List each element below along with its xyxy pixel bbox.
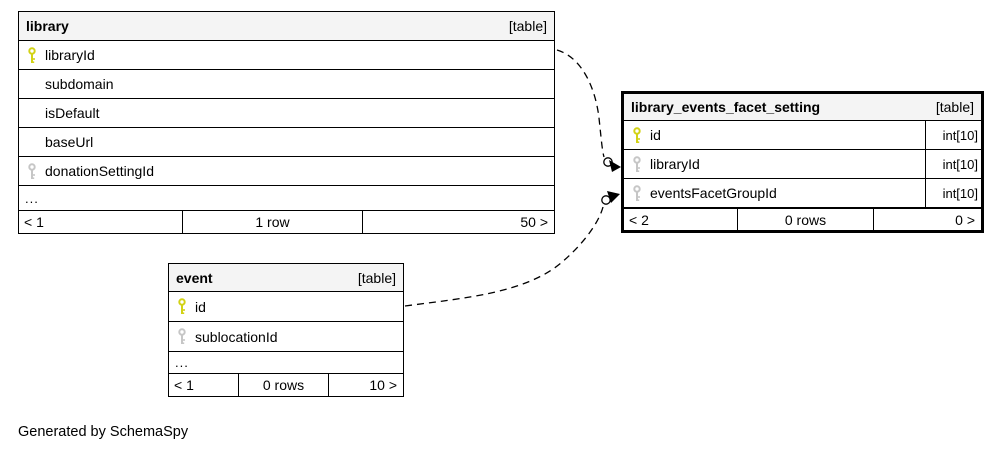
primary-key-icon — [177, 298, 187, 315]
table-footer: < 1 0 rows 10 > — [169, 374, 403, 396]
table-library-events-facet-setting: library_events_facet_setting [table] id … — [621, 91, 984, 233]
table-footer: < 1 1 row 50 > — [19, 211, 554, 233]
column-type: int[10] — [925, 150, 981, 178]
column-name: id — [650, 127, 661, 143]
column-type: int[10] — [925, 179, 981, 207]
child-count: 0 > — [873, 209, 981, 230]
table-event-header[interactable]: event [table] — [169, 264, 403, 292]
generator-caption: Generated by SchemaSpy — [18, 424, 189, 440]
column-row-libraryId[interactable]: libraryId int[10] — [624, 150, 981, 179]
column-row-donationSettingId[interactable]: donationSettingId — [19, 157, 554, 186]
column-name: eventsFacetGroupId — [650, 185, 777, 201]
column-row-baseUrl[interactable]: baseUrl — [19, 128, 554, 157]
table-library: library [table] libraryId subdomain isDe… — [18, 11, 555, 234]
column-name: donationSettingId — [45, 163, 154, 179]
column-row-sublocationId[interactable]: sublocationId — [169, 322, 403, 352]
relationship-circle-terminator — [601, 195, 611, 205]
table-type-badge: [table] — [508, 18, 547, 34]
relationship-line-library-to-facet — [556, 49, 605, 158]
column-row-subdomain[interactable]: subdomain — [19, 70, 554, 99]
column-name: isDefault — [45, 105, 100, 121]
row-count: 1 row — [182, 211, 362, 233]
child-count: 50 > — [362, 211, 554, 233]
table-type-badge: [table] — [357, 269, 396, 286]
column-name: libraryId — [45, 47, 95, 63]
row-count: 0 rows — [238, 374, 328, 396]
column-row-id[interactable]: id int[10] — [624, 121, 981, 150]
column-row-isDefault[interactable]: isDefault — [19, 99, 554, 128]
column-name: libraryId — [650, 156, 700, 172]
foreign-key-icon — [177, 328, 187, 345]
column-type: int[10] — [925, 121, 981, 149]
table-title: library — [26, 18, 69, 34]
foreign-key-icon — [632, 155, 642, 173]
relationship-circle-terminator — [603, 157, 613, 167]
column-row-libraryId[interactable]: libraryId — [19, 41, 554, 70]
column-name: sublocationId — [195, 328, 278, 345]
column-row-id[interactable]: id — [169, 292, 403, 322]
relationship-arrowhead-icon — [607, 191, 620, 203]
table-title: event — [176, 269, 213, 286]
table-facet-header[interactable]: library_events_facet_setting [table] — [624, 94, 981, 121]
relationship-arrowhead-icon — [609, 160, 621, 172]
column-name: id — [195, 298, 206, 315]
table-title: library_events_facet_setting — [631, 99, 821, 115]
row-count: 0 rows — [737, 209, 873, 230]
table-footer: < 2 0 rows 0 > — [624, 208, 981, 230]
parent-count: < 1 — [24, 214, 44, 230]
primary-key-icon — [632, 126, 642, 144]
parent-count: < 1 — [174, 377, 194, 393]
column-name: subdomain — [45, 76, 114, 92]
foreign-key-icon — [27, 162, 37, 180]
table-type-badge: [table] — [935, 99, 974, 115]
column-name: baseUrl — [45, 134, 94, 150]
foreign-key-icon — [632, 184, 642, 202]
primary-key-icon — [27, 46, 37, 64]
table-library-header[interactable]: library [table] — [19, 12, 554, 41]
child-count: 10 > — [328, 374, 403, 396]
column-row-eventsFacetGroupId[interactable]: eventsFacetGroupId int[10] — [624, 179, 981, 208]
more-columns-indicator: ... — [169, 352, 403, 374]
more-columns-indicator: ... — [19, 186, 554, 211]
parent-count: < 2 — [629, 211, 649, 228]
table-event: event [table] id sublocationId ... < 1 0… — [168, 263, 404, 397]
